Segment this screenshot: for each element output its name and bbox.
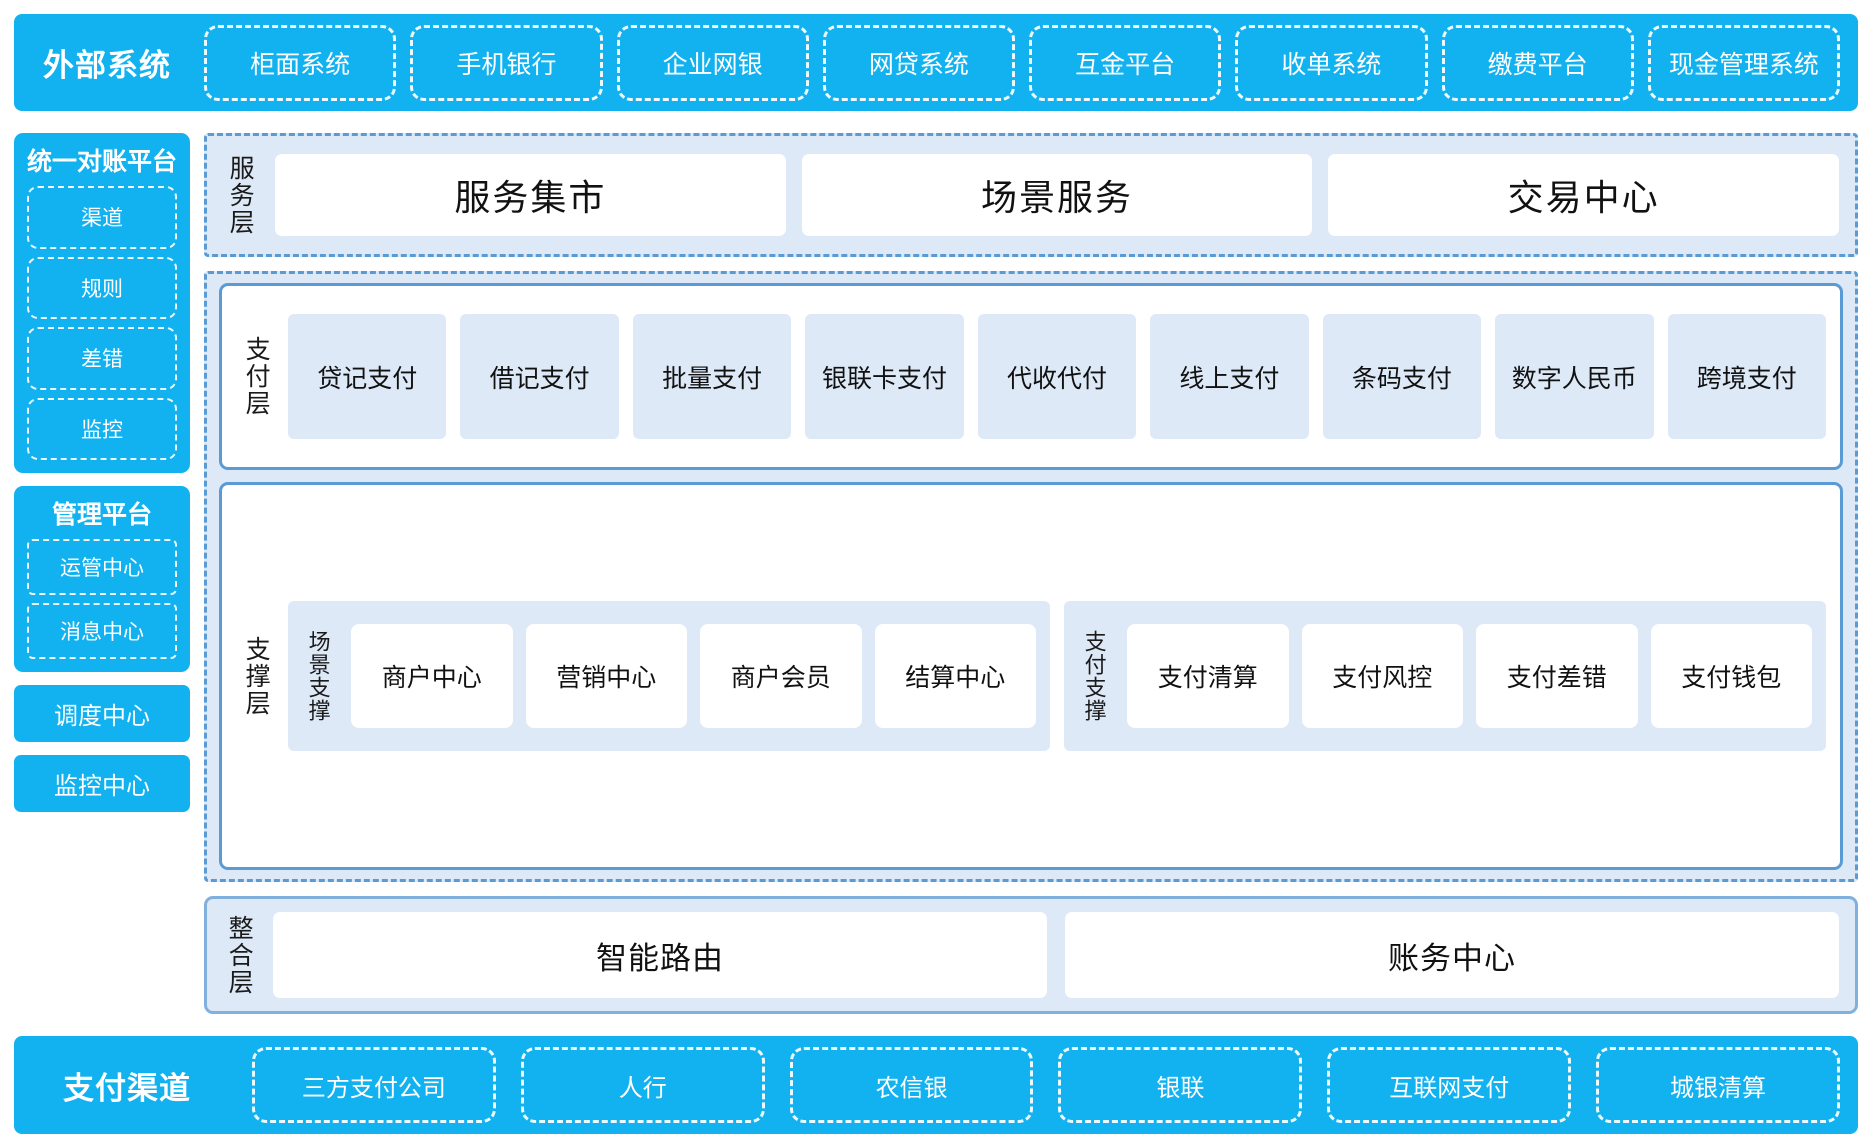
integration-card-smart-routing[interactable]: 智能路由: [273, 912, 1048, 998]
external-system-chip[interactable]: 互金平台: [1029, 24, 1222, 101]
scene-support-label: 场景支撑: [305, 630, 331, 722]
external-system-chip[interactable]: 网贷系统: [822, 24, 1015, 101]
support-layer: 支撑层 场景支撑 商户中心 营销中心 商户会员 结算中心 支付支撑 支付清算: [219, 482, 1843, 870]
payment-card-crossborder[interactable]: 跨境支付: [1667, 314, 1826, 439]
manage-platform-title: 管理平台: [52, 501, 153, 529]
payment-card-unionpay[interactable]: 银联卡支付: [805, 314, 964, 439]
payment-channel-chip[interactable]: 城银清算: [1596, 1047, 1840, 1123]
payment-channel-chip[interactable]: 农信银: [789, 1047, 1034, 1123]
support-card-pay-clearing[interactable]: 支付清算: [1127, 624, 1289, 728]
middle-region: 统一对账平台 渠道 规则 差错 监控 管理平台 运管中心 消息中心 调度中心 监…: [14, 133, 1858, 1014]
payment-channel-title: 支付渠道: [63, 1070, 191, 1106]
integration-layer-label: 整合层: [225, 914, 254, 996]
recon-item-rule[interactable]: 规则: [27, 256, 178, 319]
scene-support-group: 场景支撑 商户中心 营销中心 商户会员 结算中心: [288, 601, 1051, 751]
support-card-pay-error[interactable]: 支付差错: [1476, 624, 1638, 728]
payment-card-online[interactable]: 线上支付: [1150, 314, 1309, 439]
support-card-marketing-center[interactable]: 营销中心: [525, 624, 688, 728]
recon-platform-panel: 统一对账平台 渠道 规则 差错 监控: [14, 133, 191, 473]
service-card-scene[interactable]: 场景服务: [801, 154, 1313, 236]
support-card-settlement-center[interactable]: 结算中心: [874, 624, 1037, 728]
payment-channel-chip[interactable]: 银联: [1058, 1047, 1303, 1123]
payment-layer-cards: 贷记支付 借记支付 批量支付 银联卡支付 代收代付 线上支付 条码支付 数字人民…: [288, 314, 1826, 439]
external-system-chip[interactable]: 手机银行: [410, 24, 603, 101]
support-card-pay-wallet[interactable]: 支付钱包: [1650, 624, 1813, 728]
payment-support-group: 支付支撑 支付清算 支付风控 支付差错 支付钱包: [1064, 601, 1827, 751]
support-card-merchant-member[interactable]: 商户会员: [700, 624, 862, 728]
payment-channel-items: 三方支付公司 人行 农信银 银联 互联网支付 城银清算: [252, 1036, 1840, 1134]
service-layer-label: 服务层: [226, 154, 255, 236]
external-system-chip[interactable]: 缴费平台: [1441, 24, 1634, 101]
payment-channel-bar: 支付渠道 三方支付公司 人行 农信银 银联 互联网支付 城银清算: [14, 1036, 1858, 1134]
external-system-chip[interactable]: 企业网银: [616, 24, 809, 101]
dispatch-center-block[interactable]: 调度中心: [14, 685, 191, 742]
payment-card-collection[interactable]: 代收代付: [977, 314, 1137, 439]
service-layer: 服务层 服务集市 场景服务 交易中心: [204, 133, 1858, 257]
integration-card-accounting[interactable]: 账务中心: [1065, 912, 1840, 998]
support-layer-groups: 场景支撑 商户中心 营销中心 商户会员 结算中心 支付支撑 支付清算 支付风控 …: [288, 601, 1827, 751]
recon-platform-title: 统一对账平台: [27, 148, 178, 176]
payment-card-credit[interactable]: 贷记支付: [288, 314, 447, 439]
payment-layer-label: 支付层: [242, 336, 271, 417]
payment-layer: 支付层 贷记支付 借记支付 批量支付 银联卡支付 代收代付 线上支付 条码支付 …: [219, 283, 1843, 470]
manage-item-message[interactable]: 消息中心: [27, 603, 178, 659]
payment-channel-chip[interactable]: 三方支付公司: [252, 1047, 496, 1123]
payment-card-debit[interactable]: 借记支付: [460, 314, 619, 439]
service-layer-cards: 服务集市 场景服务 交易中心: [275, 154, 1839, 236]
external-systems-bar: 外部系统 柜面系统 手机银行 企业网银 网贷系统 互金平台 收单系统 缴费平台 …: [14, 14, 1858, 111]
monitor-center-block[interactable]: 监控中心: [14, 755, 191, 812]
payment-card-barcode[interactable]: 条码支付: [1322, 314, 1482, 439]
external-system-chip[interactable]: 柜面系统: [204, 24, 397, 101]
payment-support-label: 支付支撑: [1081, 630, 1107, 722]
payment-channel-chip[interactable]: 互联网支付: [1327, 1047, 1572, 1123]
service-card-market[interactable]: 服务集市: [275, 154, 786, 236]
recon-item-error[interactable]: 差错: [27, 327, 178, 390]
manage-platform-panel: 管理平台 运管中心 消息中心: [14, 486, 191, 672]
external-system-chip[interactable]: 收单系统: [1235, 24, 1428, 101]
recon-item-channel[interactable]: 渠道: [27, 186, 178, 249]
payment-card-digital-rmb[interactable]: 数字人民币: [1495, 314, 1654, 439]
external-system-chip[interactable]: 现金管理系统: [1647, 24, 1840, 101]
integration-layer: 整合层 智能路由 账务中心: [204, 896, 1858, 1014]
manage-item-operations[interactable]: 运管中心: [27, 539, 178, 595]
support-card-pay-risk[interactable]: 支付风控: [1301, 624, 1464, 728]
service-card-transaction[interactable]: 交易中心: [1328, 154, 1839, 236]
support-card-merchant-center[interactable]: 商户中心: [351, 624, 513, 728]
support-layer-label: 支撑层: [242, 635, 271, 717]
layers-column: 服务层 服务集市 场景服务 交易中心 支付层 贷记支付 借记支付 批量支付 银联…: [204, 133, 1858, 1014]
payment-card-batch[interactable]: 批量支付: [632, 314, 792, 439]
external-systems-items: 柜面系统 手机银行 企业网银 网贷系统 互金平台 收单系统 缴费平台 现金管理系…: [204, 14, 1840, 111]
payment-channel-chip[interactable]: 人行: [520, 1047, 765, 1123]
integration-layer-cards: 智能路由 账务中心: [273, 912, 1840, 998]
payment-support-wrapper: 支付层 贷记支付 借记支付 批量支付 银联卡支付 代收代付 线上支付 条码支付 …: [204, 271, 1858, 882]
external-systems-title: 外部系统: [43, 48, 171, 83]
left-sidebar: 统一对账平台 渠道 规则 差错 监控 管理平台 运管中心 消息中心 调度中心 监…: [14, 133, 191, 1014]
recon-item-monitor[interactable]: 监控: [27, 397, 178, 460]
